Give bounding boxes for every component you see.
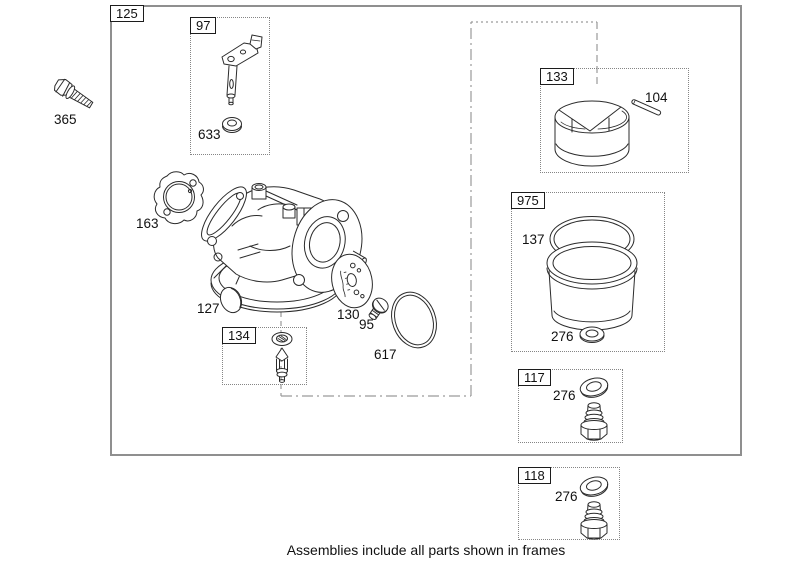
frame-134: 134 <box>222 327 307 385</box>
frame-133-label: 133 <box>540 68 574 85</box>
part-label-104: 104 <box>645 90 668 105</box>
part-label-365: 365 <box>54 112 77 127</box>
bolt-365-drawing <box>54 78 94 109</box>
part-label-276-118: 276 <box>555 489 578 504</box>
frame-133: 133 <box>540 68 689 173</box>
float-bowl-drawing <box>546 216 638 343</box>
throttle-plate-130-drawing <box>331 253 373 309</box>
throttle-shaft-drawing <box>221 34 263 133</box>
gasket-163-drawing <box>153 171 204 225</box>
frame-125-label: 125 <box>110 5 144 22</box>
part-label-95: 95 <box>359 317 375 332</box>
part-label-276-bowl: 276 <box>551 329 574 344</box>
frame-97-label: 97 <box>190 17 217 34</box>
needle-valve-drawing <box>271 332 293 383</box>
part-label-137: 137 <box>522 232 545 247</box>
frame-975: 975 <box>511 192 665 352</box>
caption: Assemblies include all parts shown in fr… <box>286 542 566 558</box>
welch-plug-127-drawing <box>219 286 243 314</box>
float-drawing <box>554 100 630 167</box>
part-label-127: 127 <box>197 301 220 316</box>
frame-975-label: 975 <box>511 192 545 209</box>
oring-617-drawing <box>391 291 437 349</box>
frame-118-label: 118 <box>518 467 551 484</box>
bowl-screw-a-drawing <box>579 377 609 441</box>
part-label-163: 163 <box>136 216 159 231</box>
part-label-276-117: 276 <box>553 388 576 403</box>
screw-95-drawing <box>368 297 389 320</box>
frame-97: 97 <box>190 17 270 155</box>
frame-125: 125 <box>110 5 742 456</box>
part-label-130: 130 <box>337 307 360 322</box>
part-label-633: 633 <box>198 127 221 142</box>
float-pin-104-drawing <box>631 99 662 116</box>
frame-134-label: 134 <box>222 327 256 344</box>
assembly-connector-lines <box>280 21 598 397</box>
part-label-617: 617 <box>374 347 397 362</box>
bowl-screw-b-drawing <box>579 476 609 540</box>
frame-117: 117 <box>518 369 623 443</box>
frame-118: 118 <box>518 467 620 540</box>
frame-117-label: 117 <box>518 369 551 386</box>
